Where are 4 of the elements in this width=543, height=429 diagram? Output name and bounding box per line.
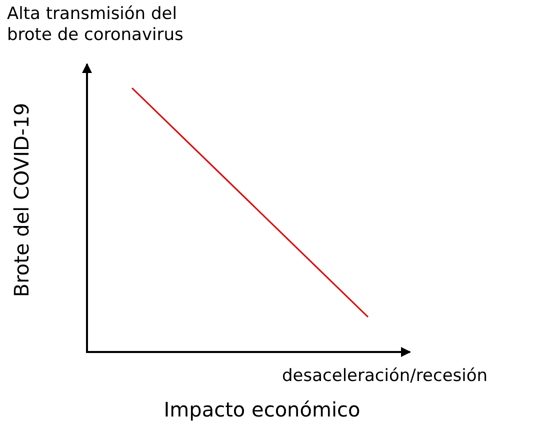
- axis-note: Alta transmisión del brote de coronavirus: [7, 4, 184, 46]
- y-axis-title: Brote del COVID-19: [10, 102, 34, 298]
- axis-note: desaceleración/recesión: [282, 366, 488, 388]
- x-axis-title: Impacto económico: [164, 398, 360, 422]
